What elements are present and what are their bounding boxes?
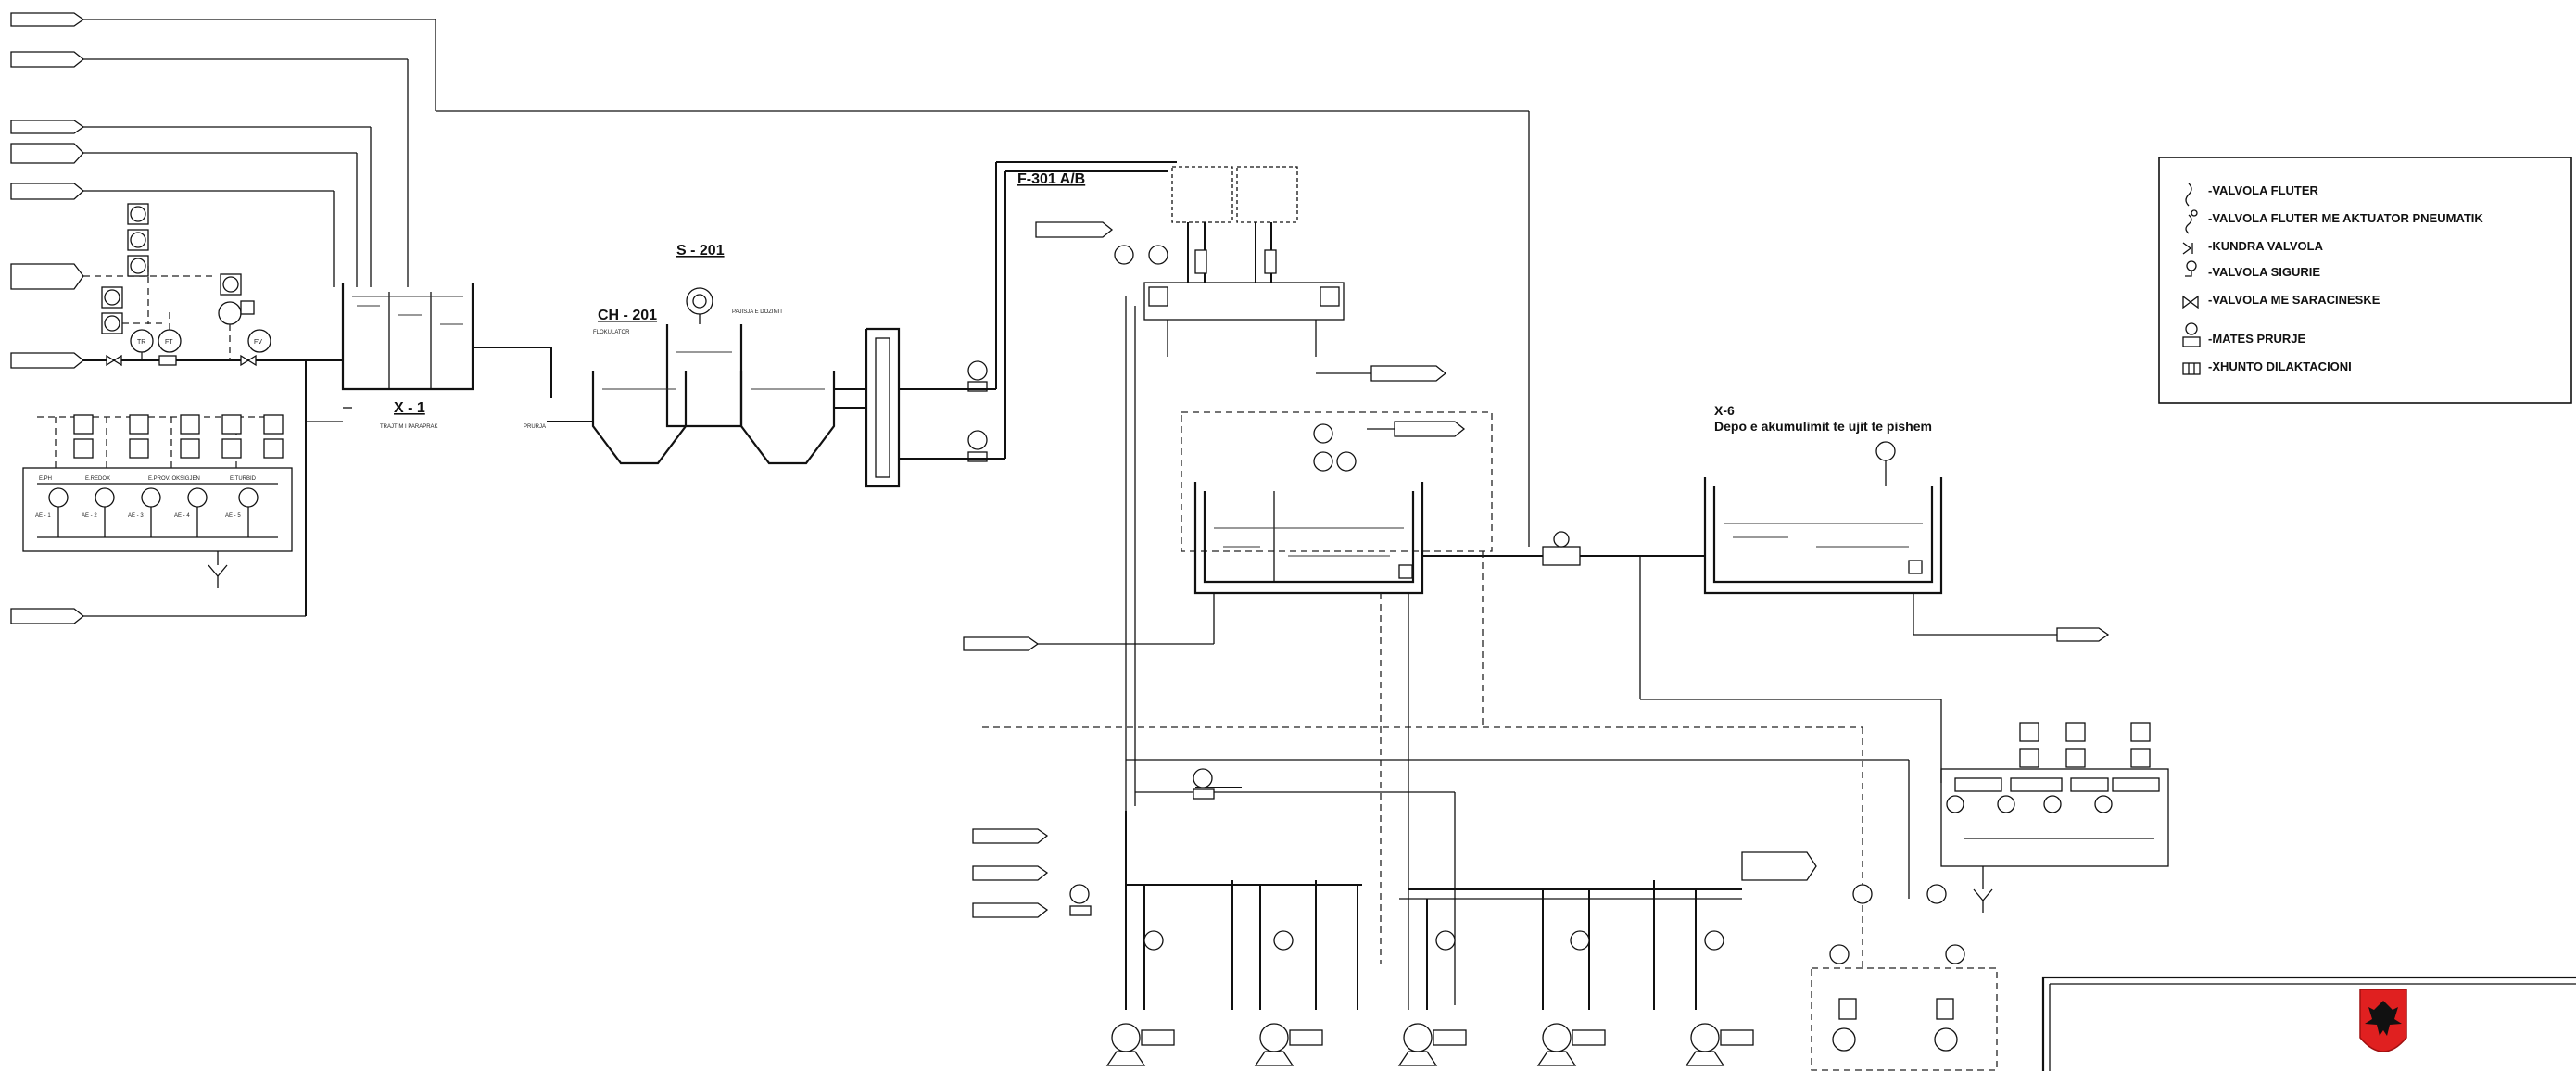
- svg-text:E.TURBID: E.TURBID: [230, 476, 257, 482]
- legend-item-gate-valve: -VALVOLA ME SARACINESKE: [2208, 293, 2380, 307]
- svg-text:FLOKULATOR: FLOKULATOR: [593, 330, 630, 335]
- tag-ch201: CH - 201: [598, 308, 657, 323]
- svg-text:AE - 1: AE - 1: [35, 513, 51, 519]
- filter-f301: F-301 A/B: [1017, 166, 1447, 382]
- flow-meter-icon: [2182, 322, 2201, 347]
- central-storage-tank: [963, 411, 1585, 651]
- tag-s201: S - 201: [676, 243, 725, 258]
- tag-x6-desc: Depo e akumulimit te ujit te pishem: [1714, 419, 1932, 434]
- svg-text:AE - 4: AE - 4: [174, 513, 190, 519]
- analyser-panel-right: [1940, 722, 2169, 913]
- left-instrument-cluster: TR FT FV: [101, 203, 271, 367]
- safety-valve-icon: [2185, 260, 2197, 277]
- tank-x1: X - 1 TRAJTIM I PARAPRAK: [305, 283, 551, 616]
- gate-valve-icon: [2182, 295, 2199, 309]
- clarifier-ch201-s201: CH - 201 S - 201 FLOKULATOR PAJISJA E DO…: [524, 243, 866, 465]
- svg-text:E.PROV. OKSIGJEN: E.PROV. OKSIGJEN: [148, 476, 200, 482]
- filter-column: [865, 161, 1177, 488]
- legend-item-butterfly-valve: -VALVOLA FLUTER: [2208, 183, 2319, 197]
- svg-text:FT: FT: [165, 339, 173, 346]
- tag-x6: X-6: [1714, 403, 1735, 418]
- svg-text:PAJISJA E DOZIMIT: PAJISJA E DOZIMIT: [732, 309, 783, 315]
- expansion-joint-icon: [2182, 362, 2201, 375]
- legend-item-expansion-joint: -XHUNTO DILAKTACIONI: [2208, 359, 2352, 373]
- svg-text:PRURJA: PRURJA: [524, 424, 546, 430]
- legend: -VALVOLA FLUTER -VALVOLA FLUTER ME AKTUA…: [2158, 157, 2572, 404]
- svg-text:AE - 2: AE - 2: [82, 513, 97, 519]
- svg-text:FV: FV: [254, 339, 262, 346]
- tag-x1: X - 1: [394, 400, 425, 416]
- svg-text:TRAJTIM I PARAPRAK: TRAJTIM I PARAPRAK: [380, 424, 438, 430]
- legend-item-check-valve: -KUNDRA VALVOLA: [2208, 239, 2324, 253]
- svg-text:TR: TR: [137, 339, 145, 346]
- distribution-lines: [982, 296, 1910, 1010]
- legend-item-pneumatic-valve: -VALVOLA FLUTER ME AKTUATOR PNEUMATIK: [2208, 211, 2483, 225]
- pneumatic-valve-icon: [2185, 209, 2198, 234]
- tank-x6: X-6 Depo e akumulimit te ujit te pishem: [1542, 403, 2110, 783]
- svg-text:E.PH: E.PH: [39, 476, 52, 482]
- check-valve-icon: [2182, 242, 2193, 255]
- offpage-connectors-left: [10, 12, 1530, 624]
- title-block: [2041, 976, 2576, 1071]
- legend-item-flow-meter: -MATES PRURJE: [2208, 332, 2306, 346]
- albanian-eagle-emblem: [2359, 989, 2407, 1052]
- dosing-group: [1811, 884, 1998, 1071]
- butterfly-valve-icon: [2185, 183, 2192, 207]
- svg-text:AE - 3: AE - 3: [128, 513, 144, 519]
- legend-item-safety-valve: -VALVOLA SIGURIE: [2208, 265, 2320, 279]
- svg-text:E.REDOX: E.REDOX: [85, 476, 110, 482]
- svg-text:AE - 5: AE - 5: [225, 513, 241, 519]
- tag-f301: F-301 A/B: [1017, 171, 1085, 187]
- pumps: [972, 828, 1817, 1066]
- analyser-panel-left: E.PH E.REDOX E.PROV. OKSIGJEN E.TURBID A…: [22, 414, 293, 588]
